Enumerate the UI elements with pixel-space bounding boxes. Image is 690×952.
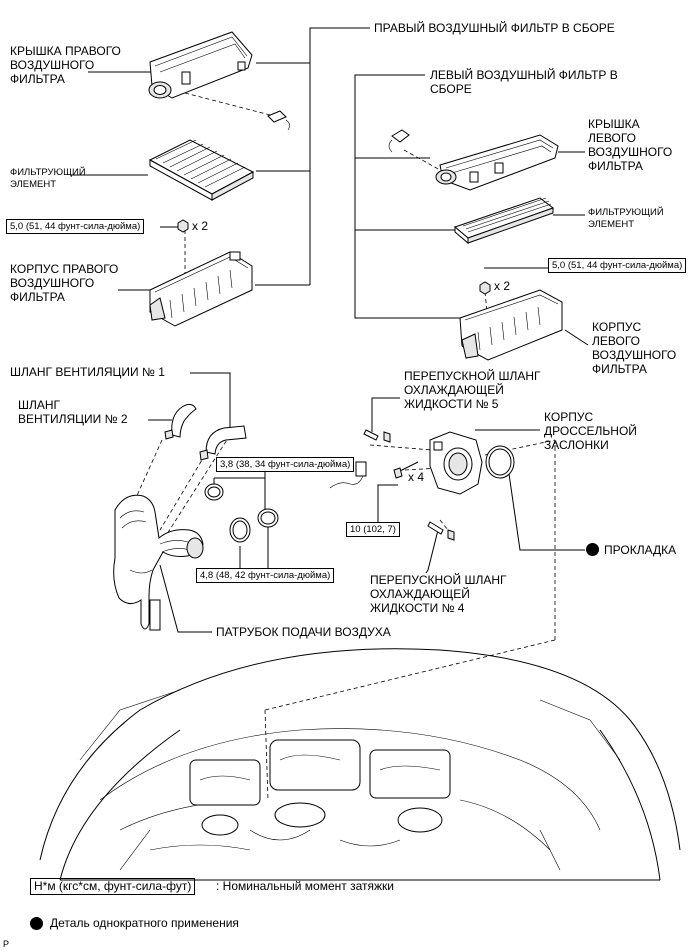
alignment-lines — [134, 92, 556, 801]
intake-pipe-drawing — [113, 494, 204, 631]
leader-lines — [70, 27, 589, 633]
left-case-nut — [479, 281, 491, 295]
torque-hose-clamp: 3,8 (38, 34 фунт-сила-дюйма) — [216, 457, 355, 472]
legend-torque-description: : Номинальный момент затяжки — [216, 879, 394, 893]
label-left-filter-element: ФИЛЬТРУЮЩИЙ ЭЛЕМЕНТ — [588, 207, 664, 230]
vent-hose-1-drawing — [199, 425, 247, 461]
throttle-wire-drawing — [329, 461, 367, 489]
left-cleaner-cap-drawing — [435, 134, 559, 191]
multiplier-throttle-bolt: x 4 — [408, 470, 425, 484]
footer-code: P — [3, 939, 10, 949]
throttle-bolt-drawing — [393, 461, 419, 479]
label-bypass-hose-4: ПЕРЕПУСКНОЙ ШЛАНГ ОХЛАЖДАЮЩЕЙ ЖИДКОСТИ №… — [370, 573, 507, 615]
label-left-cleaner-cap: КРЫШКА ЛЕВОГО ВОЗДУШНОГО ФИЛЬТРА — [588, 117, 673, 173]
label-bypass-hose-5: ПЕРЕПУСКНОЙ ШЛАНГ ОХЛАЖДАЮЩЕЙ ЖИДКОСТИ №… — [404, 369, 541, 411]
left-sensor-drawing — [388, 129, 410, 153]
throttle-body-drawing — [429, 431, 483, 495]
left-filter-element-drawing — [454, 197, 555, 245]
torque-pipe-clamp: 4,8 (48, 42 фунт-сила-дюйма) — [196, 568, 335, 583]
legend-non-reusable-text: Деталь однократного применения — [50, 916, 239, 930]
right-filter-element-drawing — [148, 139, 255, 201]
engine-bay-drawing — [39, 648, 681, 881]
torque-right-case: 5,0 (51, 44 фунт-сила-дюйма) — [6, 219, 145, 234]
right-case-nut — [177, 219, 189, 233]
legend-torque-unit: Н*м (кгс*см, фунт-сила-фут) — [30, 878, 196, 895]
label-intake-pipe: ПАТРУБОК ПОДАЧИ ВОЗДУХА — [216, 625, 391, 639]
gasket-drawing — [485, 445, 515, 479]
bypass-hose-5-drawing — [363, 429, 391, 443]
torque-left-case: 5,0 (51, 44 фунт-сила-дюйма) — [548, 258, 687, 273]
bypass-hose-4-drawing — [427, 521, 455, 541]
label-left-cleaner-assembly: ЛЕВЫЙ ВОЗДУШНЫЙ ФИЛЬТР В СБОРЕ — [430, 68, 618, 96]
label-right-cleaner-case: КОРПУС ПРАВОГО ВОЗДУШНОГО ФИЛЬТРА — [10, 262, 119, 304]
left-cleaner-case-drawing — [459, 289, 563, 361]
label-vent-hose-2: ШЛАНГ ВЕНТИЛЯЦИИ № 2 — [18, 398, 128, 426]
right-cleaner-cap-drawing — [148, 31, 253, 99]
label-throttle-body: КОРПУС ДРОССЕЛЬНОЙ ЗАСЛОНКИ — [544, 410, 637, 452]
right-cleaner-case-drawing — [149, 251, 253, 327]
right-sensor-drawing — [267, 110, 290, 131]
label-vent-hose-1: ШЛАНГ ВЕНТИЛЯЦИИ № 1 — [10, 365, 165, 379]
multiplier-left-case: x 2 — [494, 279, 511, 293]
hose-clamps-drawing — [204, 483, 279, 543]
multiplier-right-case: x 2 — [192, 219, 209, 233]
label-right-filter-element: ФИЛЬТРУЮЩИЙ ЭЛЕМЕНТ — [10, 167, 86, 190]
label-left-cleaner-case: КОРПУС ЛЕВОГО ВОЗДУШНОГО ФИЛЬТРА — [592, 320, 677, 376]
vent-hose-2-drawing — [164, 403, 197, 440]
legend-non-reusable-mark — [30, 917, 43, 930]
torque-throttle-bolt: 10 (102, 7) — [346, 522, 400, 537]
label-right-cleaner-assembly: ПРАВЫЙ ВОЗДУШНЫЙ ФИЛЬТР В СБОРЕ — [374, 21, 615, 35]
non-reusable-mark-gasket — [586, 543, 599, 556]
label-right-cleaner-cap: КРЫШКА ПРАВОГО ВОЗДУШНОГО ФИЛЬТРА — [10, 44, 121, 86]
label-gasket: ПРОКЛАДКА — [604, 543, 677, 557]
